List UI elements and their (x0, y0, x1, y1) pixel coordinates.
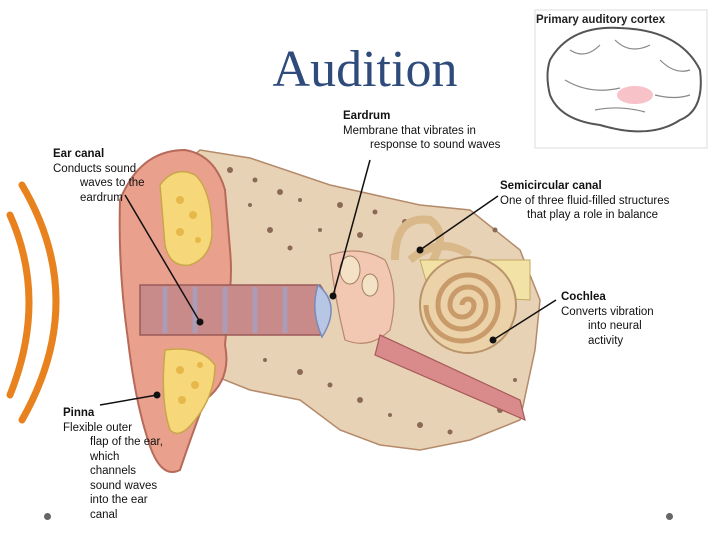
label-cochlea: Cochlea Converts vibration into neural a… (561, 290, 711, 348)
desc-line: that play a role in balance (500, 208, 710, 223)
ear-canal (140, 285, 328, 335)
desc-line: response to sound waves (343, 138, 543, 153)
label-ear-canal-heading: Ear canal (53, 147, 173, 162)
cochlea (420, 257, 516, 353)
desc-line: waves to the (53, 176, 173, 191)
label-semicircular-desc: One of three fluid-filled structures tha… (500, 194, 710, 223)
desc-line: flap of the ear, (63, 435, 183, 450)
label-cochlea-heading: Cochlea (561, 290, 711, 305)
inset-label: Primary auditory cortex (536, 13, 665, 28)
desc-line: which (63, 450, 183, 465)
desc-line: into the ear (63, 493, 183, 508)
label-cochlea-desc: Converts vibration into neural activity (561, 305, 711, 349)
desc-line: eardrum (53, 191, 173, 206)
label-eardrum-desc: Membrane that vibrates in response to so… (343, 124, 543, 153)
desc-line: channels (63, 464, 183, 479)
label-pinna-desc: Flexible outer flap of the ear, which ch… (63, 421, 183, 523)
desc-line: Membrane that vibrates in (343, 124, 543, 139)
label-ear-canal: Ear canal Conducts sound waves to the ea… (53, 147, 173, 205)
desc-line: Converts vibration (561, 305, 711, 320)
sound-wave-icon (10, 185, 56, 420)
auditory-cortex-highlight (617, 86, 653, 104)
desc-line: Flexible outer (63, 421, 183, 436)
brain-outline (548, 28, 701, 132)
label-pinna-heading: Pinna (63, 406, 183, 421)
label-eardrum-heading: Eardrum (343, 109, 543, 124)
label-semicircular-canal: Semicircular canal One of three fluid-fi… (500, 179, 710, 223)
slide-bullet-right (666, 513, 673, 520)
desc-line: One of three fluid-filled structures (500, 194, 710, 209)
desc-line: Conducts sound (53, 162, 173, 177)
slide-bullet-left (44, 513, 51, 520)
slide-title: Audition (250, 40, 480, 100)
brain-inset (535, 10, 707, 148)
label-ear-canal-desc: Conducts sound waves to the eardrum (53, 162, 173, 206)
desc-line: activity (561, 334, 711, 349)
label-pinna: Pinna Flexible outer flap of the ear, wh… (63, 406, 183, 522)
label-semicircular-heading: Semicircular canal (500, 179, 710, 194)
ossicle (362, 274, 378, 296)
desc-line: sound waves (63, 479, 183, 494)
desc-line: canal (63, 508, 183, 523)
label-eardrum: Eardrum Membrane that vibrates in respon… (343, 109, 543, 153)
desc-line: into neural (561, 319, 711, 334)
